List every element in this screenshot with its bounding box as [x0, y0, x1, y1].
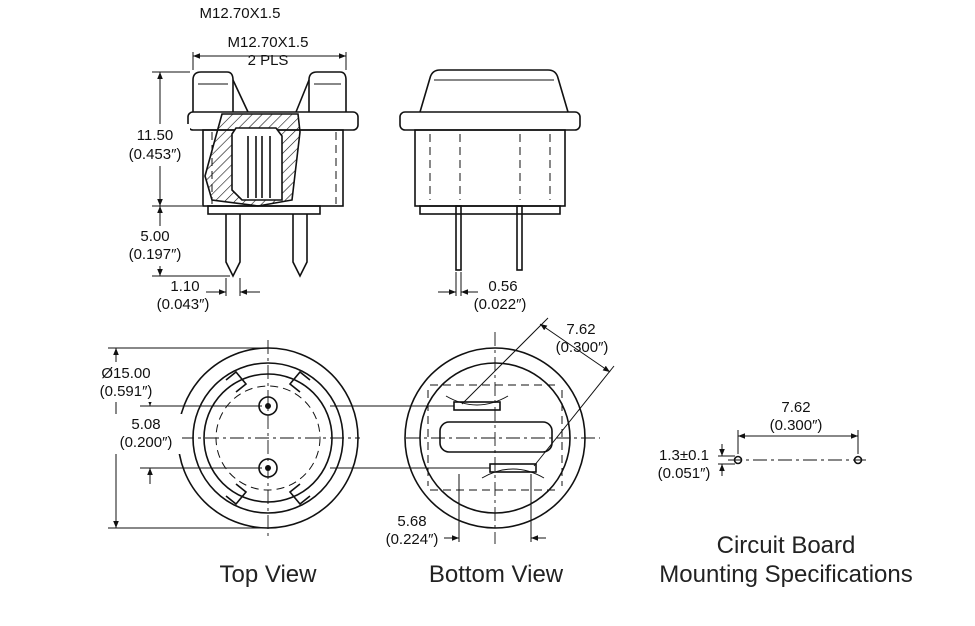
pcb-caption-line1: Circuit Board: [717, 532, 856, 559]
exterior-pin-left: [455, 205, 462, 271]
top-view: Ø15.00 (0.591″) 5.08 (0.200″) Top View: [82, 340, 360, 588]
inner-contact: [231, 127, 283, 201]
pin-length-mm: 5.00: [140, 228, 169, 245]
height-in: (0.453″): [129, 146, 182, 163]
right-cap: [308, 71, 347, 112]
bottom-view-caption: Bottom View: [429, 561, 564, 588]
pin-length-in: (0.197″): [129, 246, 182, 263]
pitch-in: (0.300″): [556, 339, 609, 356]
pcb-hole-mm: 1.3±0.1: [659, 447, 709, 464]
pin-thickness-in: (0.022″): [474, 296, 527, 313]
base: [207, 205, 321, 215]
bottom-view: 7.62 (0.300″) 5.68 (0.224″) Bottom View: [330, 317, 615, 588]
thread-qty: 2 PLS: [248, 52, 289, 69]
exterior-cap: [419, 69, 569, 113]
exterior-pin-right: [516, 205, 523, 271]
height-mm: 11.50: [137, 127, 173, 144]
diameter-mm: Ø15.00: [101, 365, 150, 382]
pitch-mm: 7.62: [566, 321, 595, 338]
side-view: M12.70X1.5 M12.70X1.5 2 PLS 11.50 (0.453…: [120, 5, 359, 313]
pcb-hole-in: (0.051″): [658, 465, 711, 482]
pin-width-in: (0.043″): [157, 296, 210, 313]
pin-thickness-mm: 0.56: [488, 278, 517, 295]
spacing-in: (0.200″): [120, 434, 173, 451]
exterior-body: [414, 129, 566, 207]
spacing-mm: 5.08: [131, 416, 160, 433]
left-pin: [225, 214, 241, 278]
bottom-pin-1: [453, 401, 501, 411]
slot-width-mm: 5.68: [397, 513, 426, 530]
pcb-pitch-in: (0.300″): [770, 417, 823, 434]
left-cap: [192, 71, 234, 112]
exterior-side-view: 0.56 (0.022″): [399, 69, 581, 313]
bottom-pin-2: [489, 463, 537, 473]
top-view-caption: Top View: [220, 561, 318, 588]
pcb-mounting: 7.62 (0.300″) 1.3±0.1 (0.051″) Circuit B…: [658, 399, 913, 588]
pin-width-mm: 1.10: [170, 278, 199, 295]
diameter-in: (0.591″): [100, 383, 153, 400]
pcb-hole-2: [853, 455, 863, 465]
pcb-caption-line2: Mounting Specifications: [659, 561, 912, 588]
right-pin: [292, 214, 308, 278]
pcb-pitch-mm: 7.62: [781, 399, 810, 416]
center-slot: [439, 421, 553, 453]
thread-top-label: M12.70X1.5: [200, 5, 281, 22]
pcb-hole-1: [733, 455, 743, 465]
slot-width-in: (0.224″): [386, 531, 439, 548]
thread-label: M12.70X1.5: [228, 34, 309, 51]
exterior-flange: [399, 111, 581, 131]
